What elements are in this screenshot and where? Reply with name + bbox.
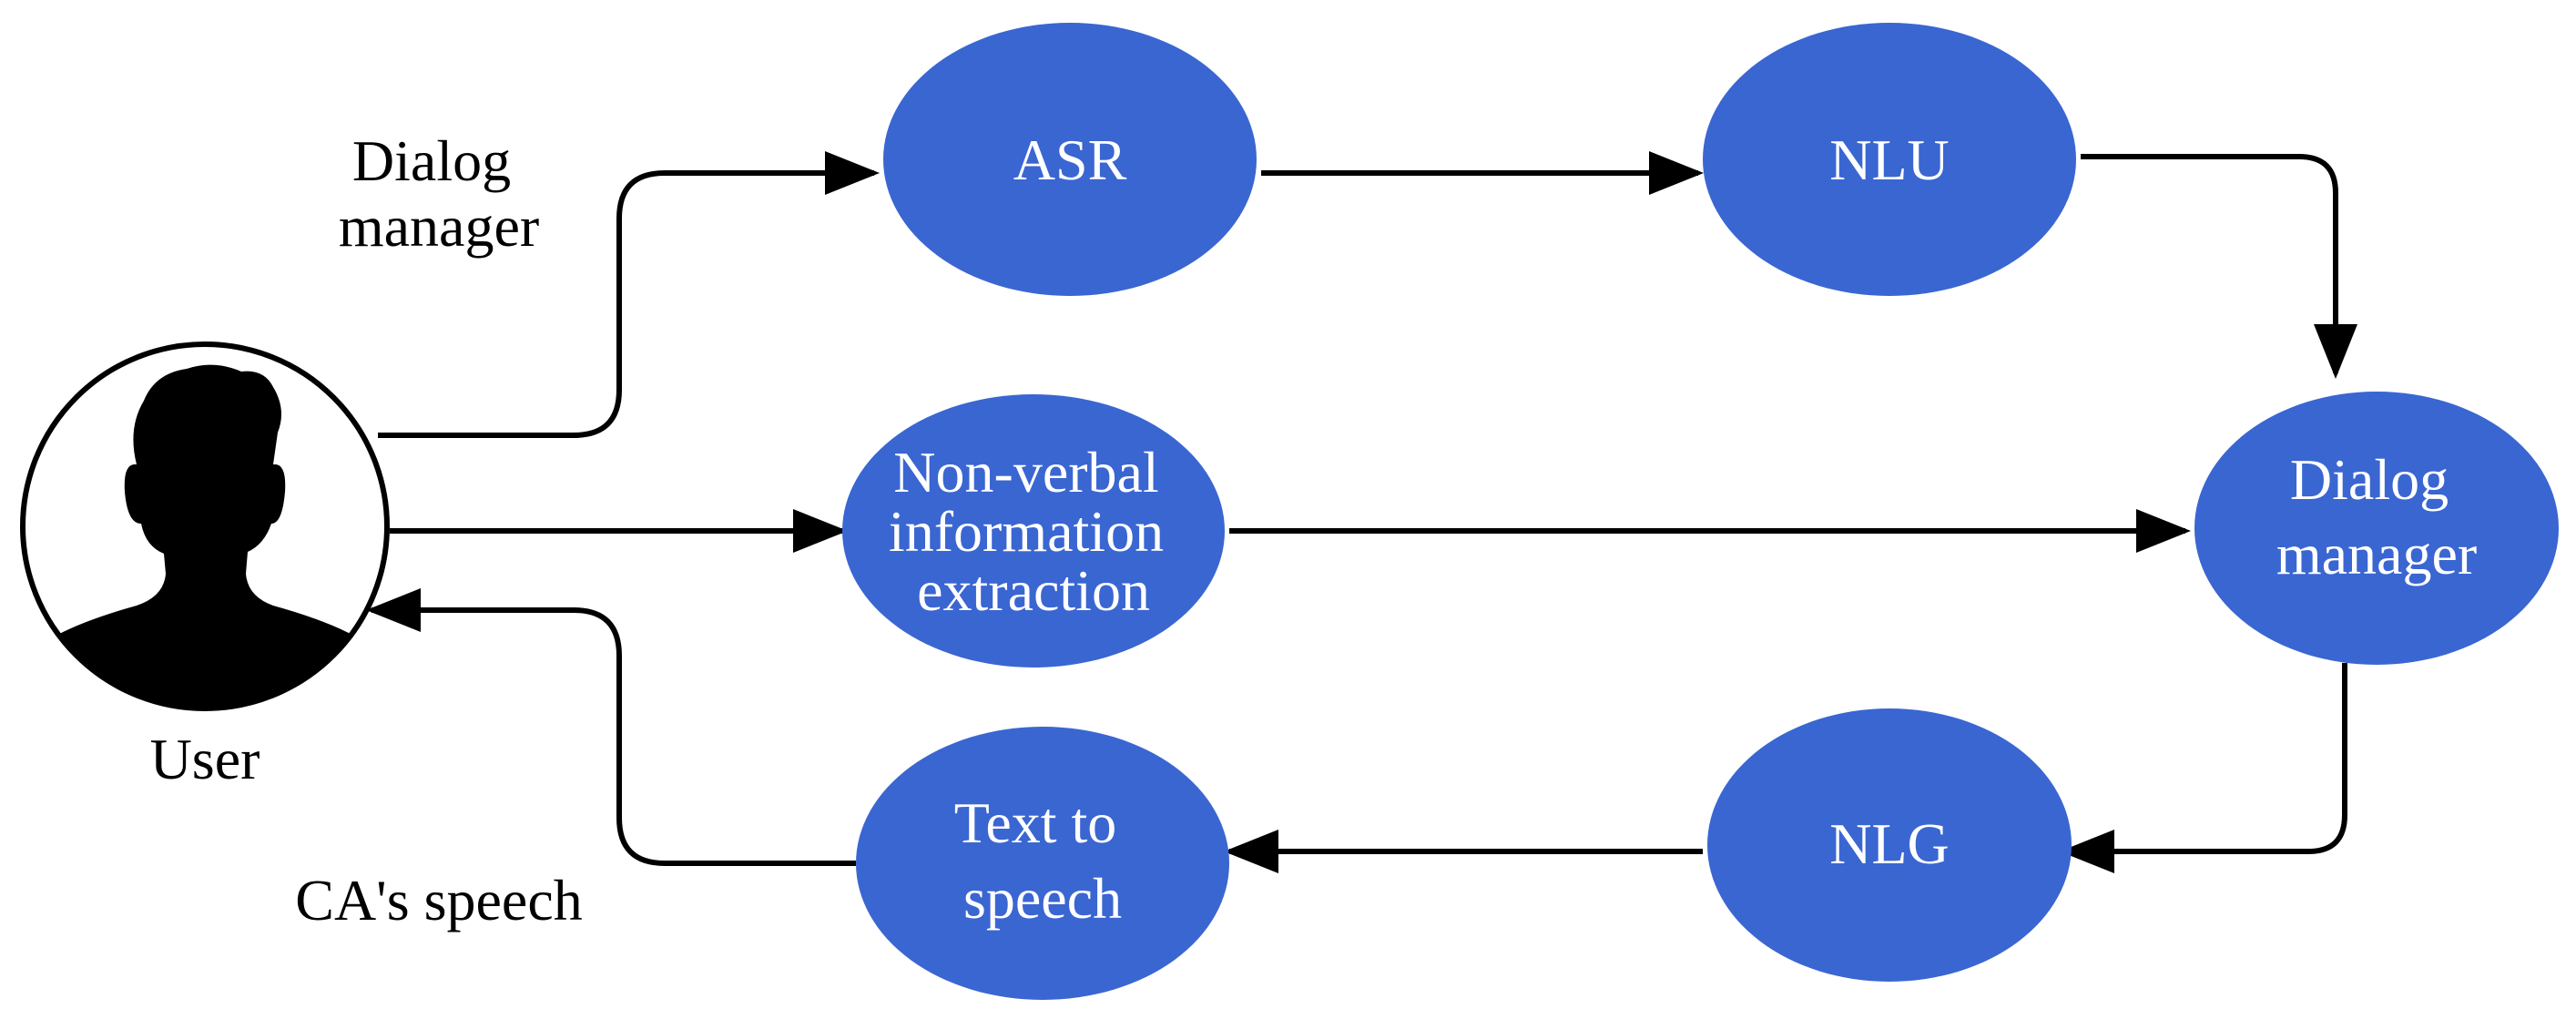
- svg-text:NLU: NLU: [1829, 127, 1950, 192]
- nlg-node: NLG: [1707, 708, 2072, 982]
- user-avatar: [20, 341, 390, 711]
- svg-text:ASR: ASR: [1013, 127, 1127, 192]
- text-to-speech-node: Text to speech: [856, 727, 1229, 1000]
- asr-node: ASR: [883, 23, 1257, 296]
- arrow-user-to-asr: [378, 151, 880, 438]
- nlu-node: NLU: [1703, 23, 2076, 296]
- arrow-tts-to-user: [366, 588, 856, 866]
- svg-text:Dialog manager: Dialog manager: [2276, 447, 2477, 586]
- user-silhouette-icon: [27, 364, 382, 708]
- nonverbal-extraction-node: Non-verbal information extraction: [842, 394, 1225, 667]
- arrow-nlu-to-dialog-manager: [2081, 154, 2357, 379]
- svg-text:NLG: NLG: [1829, 811, 1950, 876]
- dialog-manager-node: Dialog manager: [2194, 392, 2559, 665]
- svg-text:Non-verbal information: Non-verbal information extraction: [889, 440, 1178, 623]
- arrow-dialog-manager-to-nlg: [2060, 663, 2347, 873]
- bottom-left-label: CA's speech: [295, 868, 582, 932]
- user-label: User: [150, 727, 260, 791]
- top-left-label: Dialog manager: [339, 128, 539, 259]
- svg-text:Text to speech: Text to speech: [954, 790, 1132, 931]
